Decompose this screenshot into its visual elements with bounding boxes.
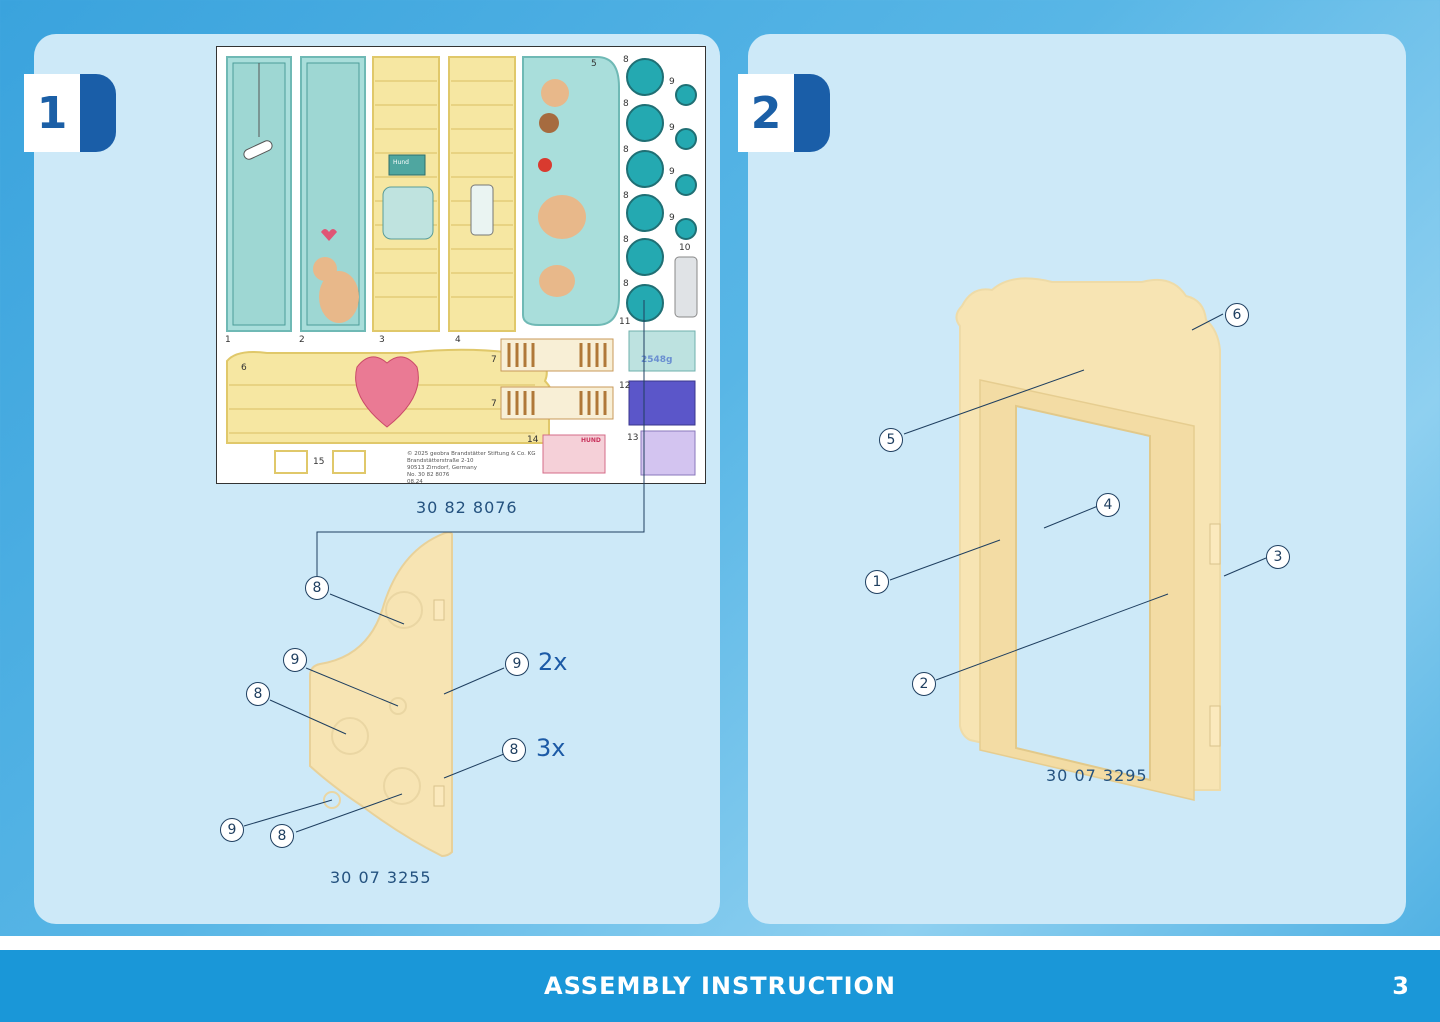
step-1-panel: 1 xyxy=(24,34,720,924)
step-badge-tab xyxy=(80,74,116,152)
sticker-number: 13 xyxy=(627,433,639,443)
sticker-number: 3 xyxy=(379,335,385,345)
sticker-number: 5 xyxy=(591,59,597,69)
sticker-number: 12 xyxy=(619,381,631,391)
sticker-number: 1 xyxy=(225,335,231,345)
copyright-line: Brandstätterstraße 2-10 xyxy=(407,458,474,464)
sticker-number: 10 xyxy=(679,243,691,253)
sticker-hund-text: HUND xyxy=(581,437,601,444)
step-1-badge: 1 xyxy=(24,74,116,152)
copyright-line: No. 30 82 8076 xyxy=(407,472,450,478)
sticker-number: 9 xyxy=(669,213,675,223)
step-2-part-drawing xyxy=(889,277,1267,801)
sticker-sheet: 1 2 3 4 5 6 7 7 8 8 8 8 8 8 9 9 9 9 10 1… xyxy=(216,46,706,486)
sticker-number: 2 xyxy=(299,335,305,345)
sticker-number: 8 xyxy=(623,55,629,65)
step-2-panel: 2 6 5 4 1 3 2 30 07 3295 xyxy=(738,34,1406,924)
callout-8: 8 xyxy=(246,682,270,706)
sticker-number: 8 xyxy=(623,145,629,155)
brick-sticker-3 xyxy=(372,56,440,332)
step-2-badge: 2 xyxy=(738,74,830,152)
part-code-step-1: 30 07 3255 xyxy=(330,868,432,887)
callout-1: 1 xyxy=(865,570,889,594)
sticker-number: 4 xyxy=(455,335,461,345)
sticker-price-text: 2548g xyxy=(641,355,673,365)
sticker-sign-text: Hund xyxy=(393,159,409,166)
sticker-number: 9 xyxy=(669,77,675,87)
callout-8: 8 xyxy=(270,824,294,848)
callout-9: 9 xyxy=(220,818,244,842)
part-code-step-2: 30 07 3295 xyxy=(1046,766,1148,785)
copyright-text: © 2025 geobra Brandstätter Stiftung & Co… xyxy=(407,451,537,486)
sticker-number: 9 xyxy=(669,167,675,177)
page-number: 3 xyxy=(1392,972,1409,1000)
brick-sticker-4 xyxy=(448,56,516,332)
sticker-number: 11 xyxy=(619,317,631,327)
copyright-line: © 2025 geobra Brandstätter Stiftung & Co… xyxy=(407,451,536,457)
callout-4: 4 xyxy=(1096,493,1120,517)
quantity-2x: 2x xyxy=(538,648,568,676)
sticker-number: 8 xyxy=(623,235,629,245)
sticker-sheet-artwork xyxy=(226,56,698,476)
step-1-number: 1 xyxy=(24,74,80,152)
callout-8: 8 xyxy=(502,738,526,762)
sticker-number: 7 xyxy=(491,355,497,365)
step-badge-tab xyxy=(794,74,830,152)
callout-9: 9 xyxy=(505,652,529,676)
callout-2: 2 xyxy=(912,672,936,696)
callout-6: 6 xyxy=(1225,303,1249,327)
step-2-number: 2 xyxy=(738,74,794,152)
sticker-number: 8 xyxy=(623,191,629,201)
callout-3: 3 xyxy=(1266,545,1290,569)
copyright-line: 08.24 xyxy=(407,479,423,485)
sticker-number: 8 xyxy=(623,279,629,289)
sticker-number: 7 xyxy=(491,399,497,409)
sticker-number: 9 xyxy=(669,123,675,133)
footer-title: ASSEMBLY INSTRUCTION xyxy=(544,972,896,1000)
sticker-number: 15 xyxy=(313,457,325,467)
footer-bar: ASSEMBLY INSTRUCTION 3 xyxy=(0,936,1440,1022)
sticker-number: 6 xyxy=(241,363,247,373)
sticker-number: 8 xyxy=(623,99,629,109)
callout-5: 5 xyxy=(879,428,903,452)
copyright-line: 90513 Zirndorf, Germany xyxy=(407,465,478,471)
sticker-sheet-code: 30 82 8076 xyxy=(416,498,518,517)
quantity-3x: 3x xyxy=(536,734,566,762)
sticker-number: 14 xyxy=(527,435,539,445)
callout-9: 9 xyxy=(283,648,307,672)
callout-8: 8 xyxy=(305,576,329,600)
